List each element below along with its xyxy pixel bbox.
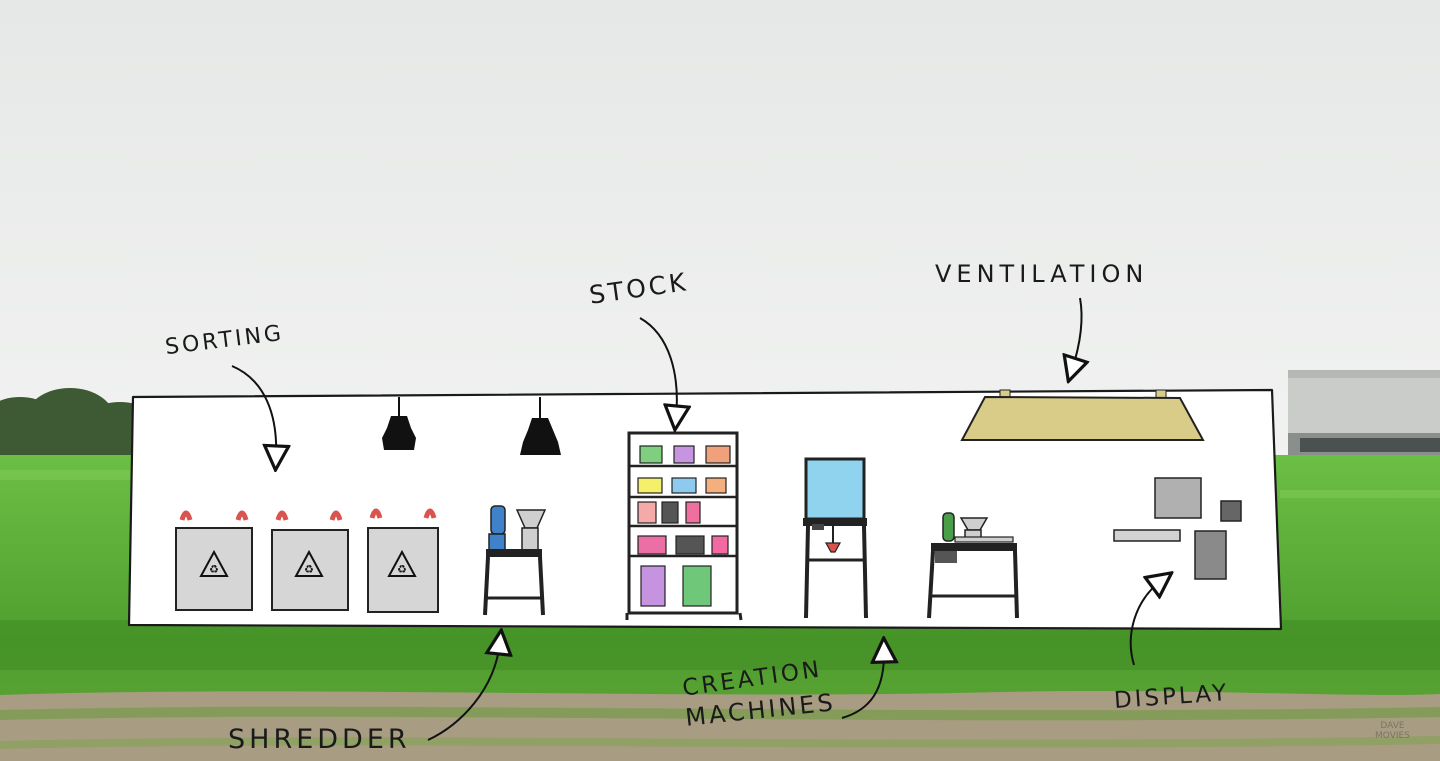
- shelf-item: [637, 535, 667, 555]
- barn: [1288, 370, 1440, 465]
- svg-text:♻: ♻: [209, 563, 219, 576]
- bin: ♻: [175, 510, 253, 611]
- shelf-item: [675, 535, 705, 555]
- svg-text:♻: ♻: [397, 563, 407, 576]
- shredder-arrow: [427, 642, 500, 741]
- treeline: [0, 388, 160, 455]
- svg-text:♻: ♻: [304, 563, 314, 576]
- watermark-line2: MOVIES: [1375, 730, 1410, 741]
- pendant-lamp-icon: [520, 397, 561, 455]
- sky: [0, 0, 1440, 460]
- watermark-line1: DAVE: [1380, 721, 1405, 731]
- shelf-item: [637, 477, 663, 494]
- sorting-bins: ♻ ♻ ♻: [175, 508, 439, 613]
- display-panel-icon: [1113, 477, 1242, 580]
- shelf-item: [671, 477, 697, 494]
- shelf-item: [682, 565, 712, 607]
- shredder-label: SHREDDER: [228, 724, 411, 755]
- watermark: DAVE MOVIES: [1375, 721, 1410, 742]
- shelf-item: [673, 445, 695, 464]
- shelf-item: [639, 445, 663, 464]
- bin: ♻: [367, 508, 439, 613]
- bookshelf-icon: [625, 431, 743, 621]
- bin: ♻: [271, 510, 349, 611]
- shelf-item: [661, 501, 679, 524]
- recycle-icon: ♻: [387, 549, 417, 577]
- shelf-item: [711, 535, 729, 555]
- extruder-machine-icon: [927, 512, 1019, 619]
- display-arrow: [1129, 580, 1162, 666]
- ventilation-hood-icon: [960, 389, 1205, 441]
- ventilation-arrow: [1072, 297, 1082, 370]
- sorting-arrow: [231, 365, 276, 458]
- shelf-item: [705, 477, 727, 494]
- shelf-item: [705, 445, 731, 464]
- shelf-item: [637, 501, 657, 524]
- recycle-icon: ♻: [294, 549, 324, 577]
- stock-arrow: [639, 317, 677, 418]
- pendant-lamp-icon: [382, 397, 416, 450]
- shelf-item: [640, 565, 666, 607]
- monitor-icon: [803, 457, 868, 619]
- creation-arrow: [841, 650, 884, 719]
- shelf-item: [685, 501, 701, 524]
- shredder-machine-icon: [483, 505, 547, 616]
- ventilation-label: VENTILATION: [935, 260, 1149, 288]
- recycle-icon: ♻: [199, 549, 229, 577]
